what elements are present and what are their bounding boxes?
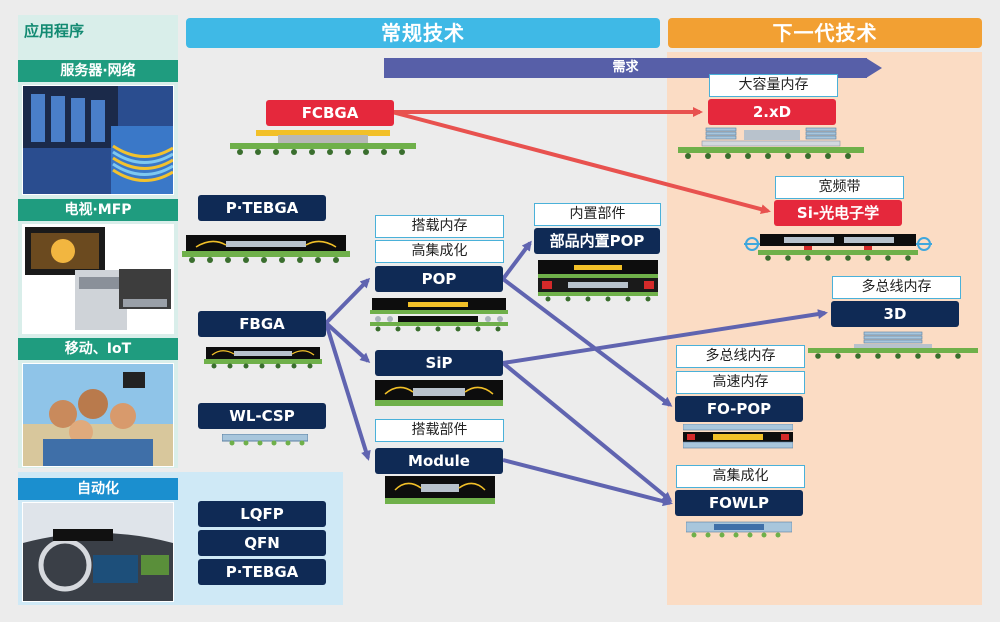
module-chip: [385, 476, 495, 504]
next-gen-header: 下一代技术: [668, 18, 982, 48]
pop-tag-memory: 搭载内存: [375, 215, 504, 238]
fowlp-box: FOWLP: [675, 490, 803, 516]
automotive-photo: [22, 502, 174, 602]
arrow-fbga-pop: [324, 277, 371, 325]
si-photonics-chip: [744, 234, 932, 261]
embedded-pop-tag: 内置部件: [534, 203, 661, 226]
arrow-module-fowlp: [502, 458, 673, 507]
conventional-header: 常规技术: [186, 18, 660, 48]
app-label-server: 服务器·网络: [18, 60, 178, 82]
pop-chip: [370, 298, 508, 332]
app-label-automation: 自动化: [18, 478, 178, 500]
embedded-pop-box: 部品内置POP: [534, 228, 660, 254]
fo-pop-chip: [683, 424, 793, 449]
sip-box: SiP: [375, 350, 503, 376]
3d-chip: [808, 331, 978, 359]
2xd-tag: 大容量内存: [709, 74, 838, 97]
si-photonics-box: Si-光电子学: [774, 200, 902, 226]
app-label-tv: 电视·MFP: [18, 199, 178, 221]
pop-box: POP: [375, 266, 503, 292]
arrow-fcbga-si: [391, 110, 771, 215]
si-photonics-tag: 宽频带: [775, 176, 904, 199]
fowlp-chip: [686, 521, 792, 538]
3d-box: 3D: [831, 301, 959, 327]
server-network-photo: [22, 85, 174, 195]
p-tebga-box-1: P·TEBGA: [198, 195, 326, 221]
arrow-fbga-sip: [324, 321, 371, 364]
applications-title: 应用程序: [24, 22, 85, 40]
fowlp-tag: 高集成化: [676, 465, 805, 488]
sip-chip: [375, 380, 503, 406]
module-tag: 搭载部件: [375, 419, 504, 442]
fo-pop-box: FO-POP: [675, 396, 803, 422]
arrow-fbga-module: [324, 322, 371, 461]
pop-tag-integration: 高集成化: [375, 240, 504, 263]
fo-pop-tag-highspeed: 高速内存: [676, 371, 805, 394]
2xd-box: 2.xD: [708, 99, 836, 125]
mobile-iot-photo: [22, 363, 174, 467]
p-tebga-chip: [182, 235, 350, 263]
fbga-box: FBGA: [198, 311, 326, 337]
arrow-sip-3d: [502, 309, 828, 365]
arrow-sip-fowlp: [501, 361, 673, 502]
arrow-pop-fopop: [501, 277, 673, 407]
fo-pop-tag-multibus: 多总线内存: [676, 345, 805, 368]
fcbga-chip: [230, 130, 416, 155]
app-label-mobile: 移动、IoT: [18, 338, 178, 360]
embedded-pop-chip: [538, 260, 658, 302]
fbga-chip: [204, 347, 322, 369]
lqfp-box: LQFP: [198, 501, 326, 527]
qfn-box: QFN: [198, 530, 326, 556]
demand-arrow: 需求: [384, 58, 867, 78]
3d-tag: 多总线内存: [832, 276, 961, 299]
tv-mfp-photo: [22, 224, 174, 334]
fcbga-box: FCBGA: [266, 100, 394, 126]
2xd-chip: [678, 127, 864, 159]
demand-arrow-head: [866, 58, 882, 78]
wl-csp-box: WL-CSP: [198, 403, 326, 429]
wl-csp-chip: [222, 434, 308, 446]
module-box: Module: [375, 448, 503, 474]
p-tebga-box-2: P·TEBGA: [198, 559, 326, 585]
arrow-pop-embedded: [501, 240, 532, 281]
